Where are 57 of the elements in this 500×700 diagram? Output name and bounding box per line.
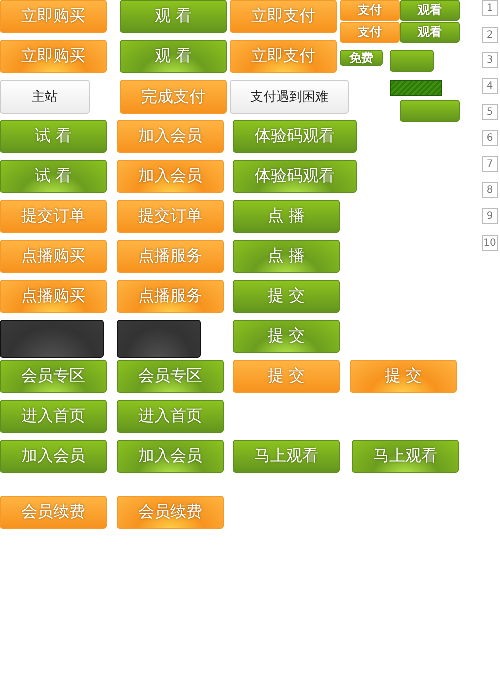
button: 提 交 bbox=[233, 280, 340, 313]
button: 试 看 bbox=[0, 160, 107, 193]
blank-button bbox=[390, 50, 434, 72]
number-box: 10 bbox=[482, 235, 498, 251]
button: 加入会员 bbox=[0, 440, 107, 473]
button: 会员续费 bbox=[0, 496, 107, 529]
button: 点 播 bbox=[233, 200, 340, 233]
number-box: 6 bbox=[482, 130, 498, 146]
button: 进入首页 bbox=[117, 400, 224, 433]
number-box: 3 bbox=[482, 52, 498, 68]
button: 提交订单 bbox=[0, 200, 107, 233]
button: 观 看 bbox=[120, 0, 227, 33]
blank-bar bbox=[390, 80, 442, 96]
button: 体验码观看 bbox=[233, 160, 357, 193]
number-box: 8 bbox=[482, 182, 498, 198]
blank-button bbox=[117, 320, 201, 358]
button: 免费 bbox=[340, 50, 383, 66]
number-box: 2 bbox=[482, 27, 498, 43]
button: 提 交 bbox=[233, 320, 340, 353]
number-box: 1 bbox=[482, 0, 498, 16]
button: 加入会员 bbox=[117, 120, 224, 153]
button: 点播购买 bbox=[0, 280, 107, 313]
blank-button bbox=[0, 320, 104, 358]
button: 会员专区 bbox=[0, 360, 107, 393]
number-box: 9 bbox=[482, 208, 498, 224]
button: 支付遇到困难 bbox=[230, 80, 349, 114]
button: 点播购买 bbox=[0, 240, 107, 273]
button: 进入首页 bbox=[0, 400, 107, 433]
button: 马上观看 bbox=[233, 440, 340, 473]
button: 试 看 bbox=[0, 120, 107, 153]
button: 体验码观看 bbox=[233, 120, 357, 153]
button: 会员专区 bbox=[117, 360, 224, 393]
button: 观看 bbox=[400, 22, 460, 43]
button: 提 交 bbox=[233, 360, 340, 393]
number-box: 7 bbox=[482, 156, 498, 172]
number-box: 5 bbox=[482, 104, 498, 120]
button: 提交订单 bbox=[117, 200, 224, 233]
button: 观看 bbox=[400, 0, 460, 21]
button: 观 看 bbox=[120, 40, 227, 73]
button: 加入会员 bbox=[117, 160, 224, 193]
button: 会员续费 bbox=[117, 496, 224, 529]
button: 支付 bbox=[340, 22, 400, 43]
number-box: 4 bbox=[482, 78, 498, 94]
button: 点 播 bbox=[233, 240, 340, 273]
button: 完成支付 bbox=[120, 80, 227, 114]
button: 主站 bbox=[0, 80, 90, 114]
blank-button bbox=[400, 100, 460, 122]
button: 提 交 bbox=[350, 360, 457, 393]
button: 支付 bbox=[340, 0, 400, 21]
button: 点播服务 bbox=[117, 280, 224, 313]
button: 点播服务 bbox=[117, 240, 224, 273]
button: 立即支付 bbox=[230, 0, 337, 33]
button: 立即购买 bbox=[0, 40, 107, 73]
button: 立即购买 bbox=[0, 0, 107, 33]
button: 马上观看 bbox=[352, 440, 459, 473]
button: 立即支付 bbox=[230, 40, 337, 73]
button: 加入会员 bbox=[117, 440, 224, 473]
